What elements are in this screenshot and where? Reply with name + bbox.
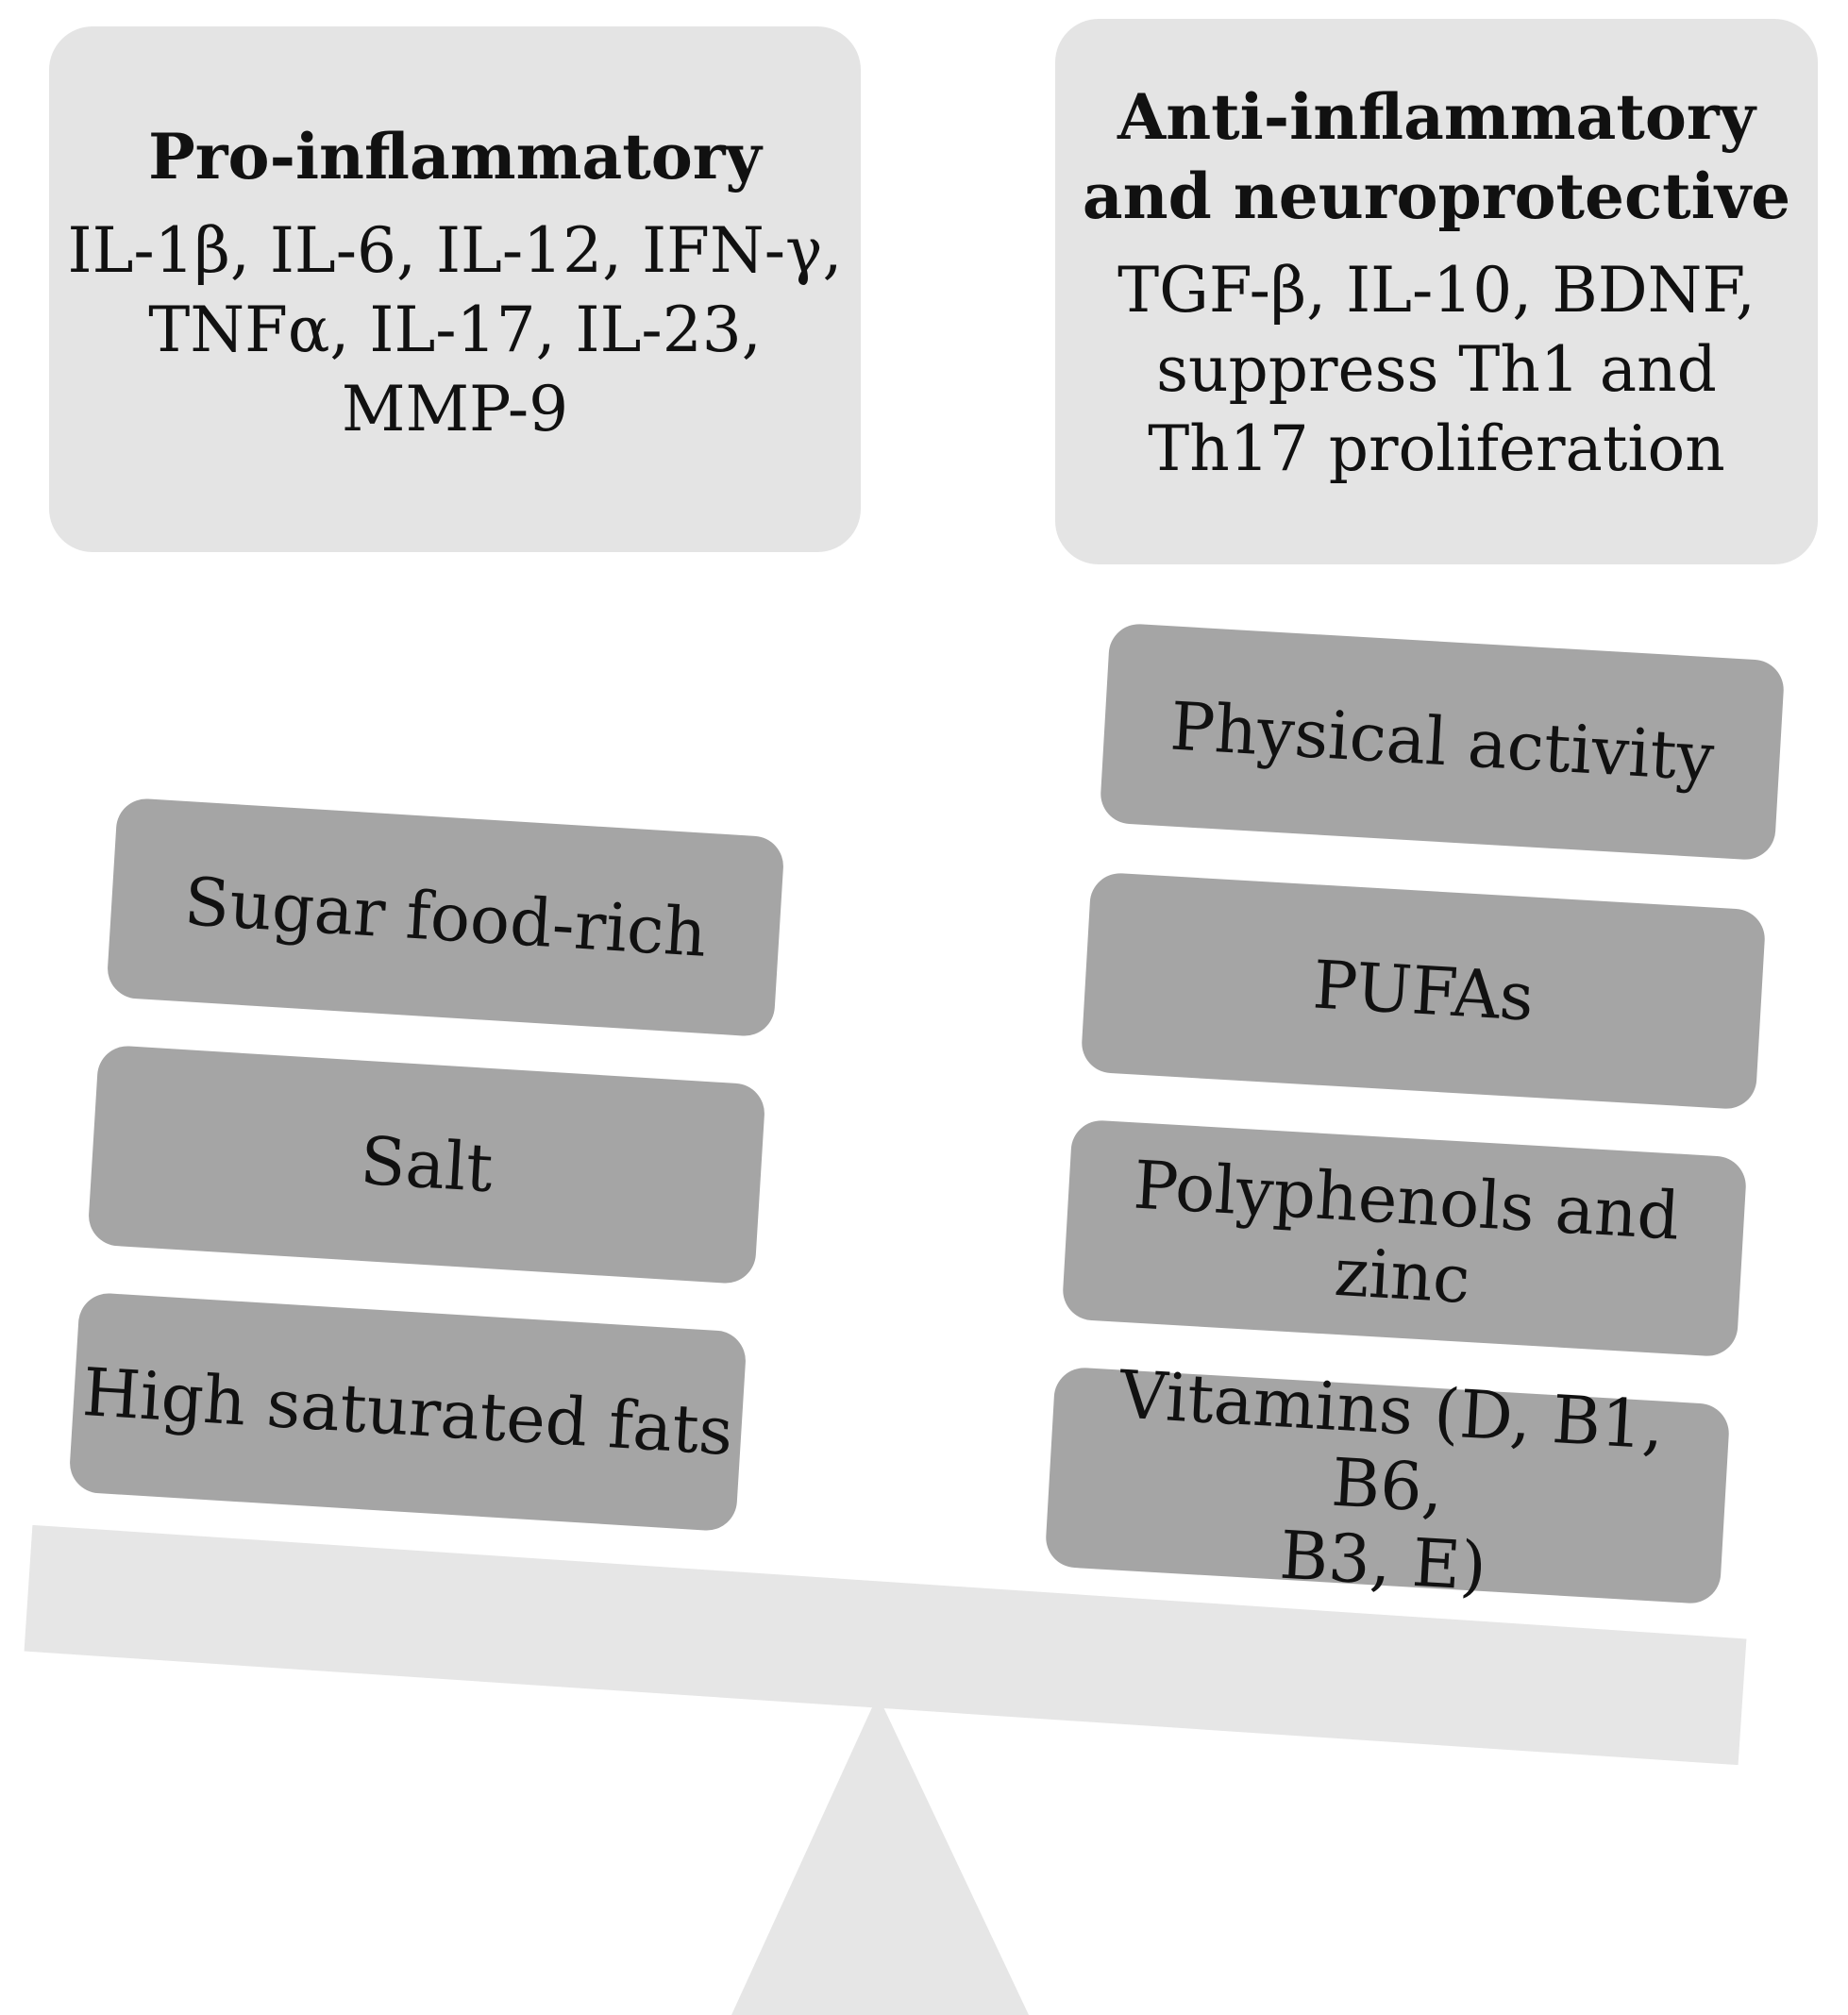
fulcrum-shape xyxy=(731,1695,1029,2015)
anti-inflammatory-panel: Anti-inflammatory and neuroprotective TG… xyxy=(1055,19,1818,564)
pro-inflammatory-panel: Pro-inflammatory IL-1β, IL-6, IL-12, IFN… xyxy=(49,26,861,552)
anti-inflammatory-title: Anti-inflammatory and neuroprotective xyxy=(1082,80,1791,233)
pro-inflammatory-cytokines: IL-1β, IL-6, IL-12, IFN-γ, TNFα, IL-17, … xyxy=(67,214,843,445)
pro-inflammatory-title: Pro-inflammatory xyxy=(148,120,762,193)
anti-inflammatory-effects: TGF-β, IL-10, BDNF, suppress Th1 and Th1… xyxy=(1117,254,1756,485)
